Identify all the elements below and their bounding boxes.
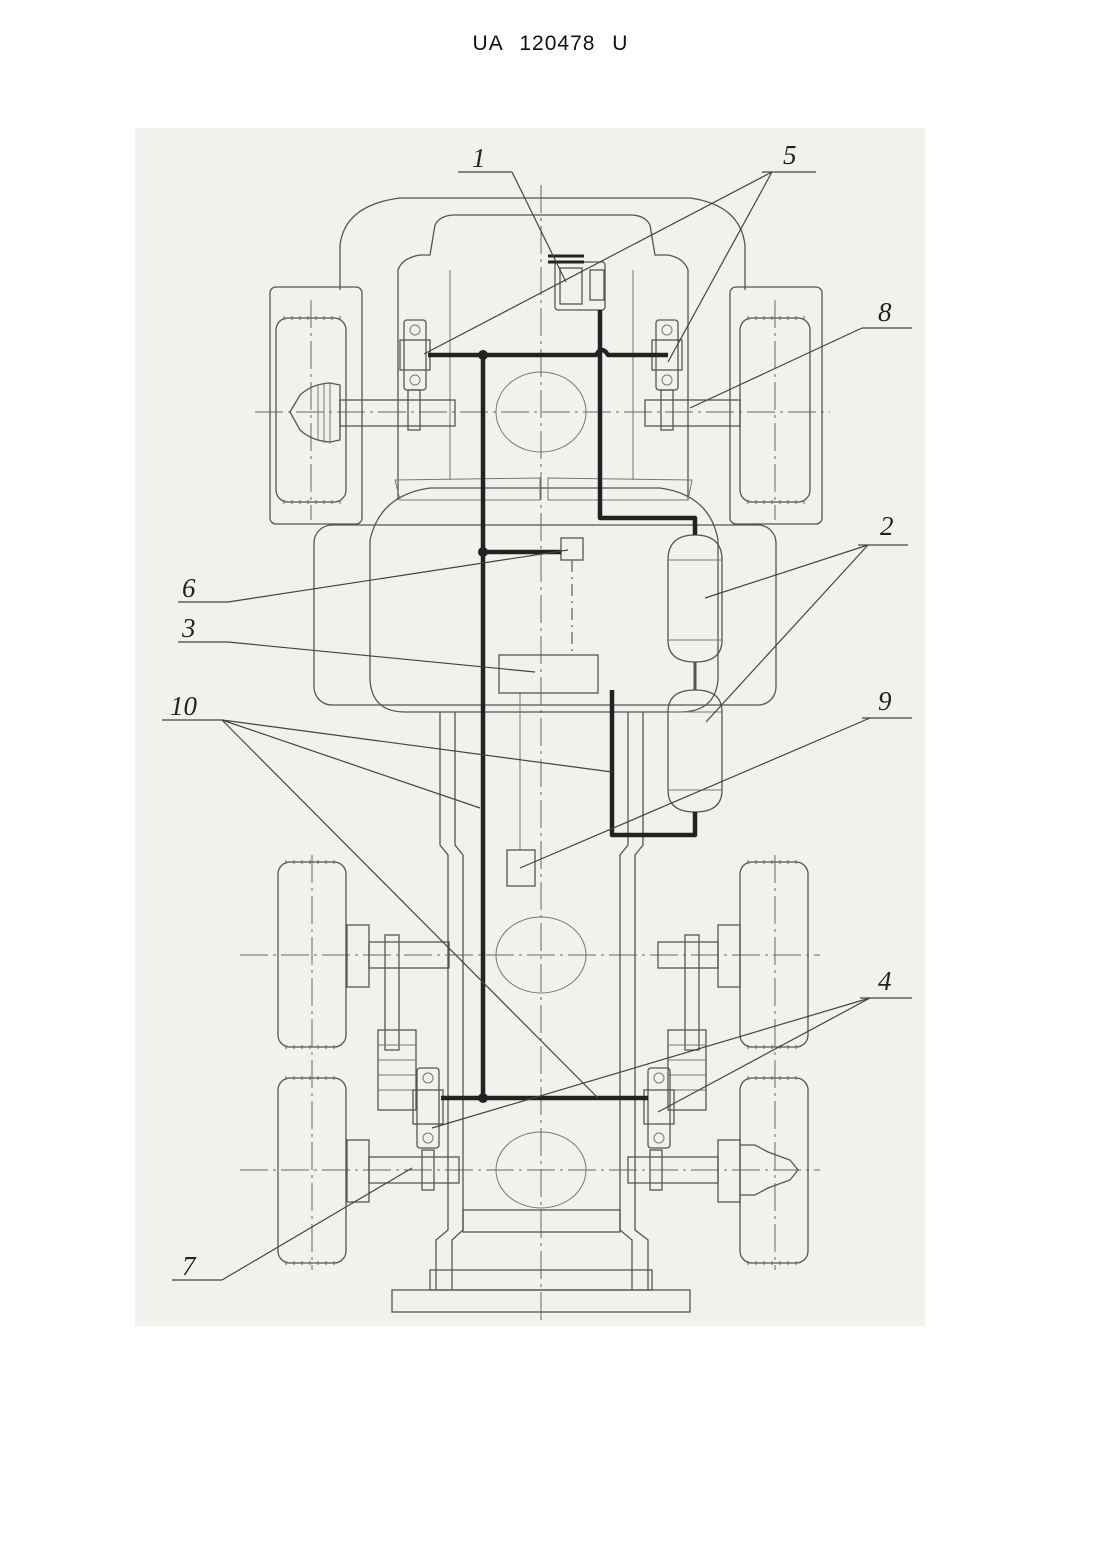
svg-text:3: 3: [181, 613, 196, 643]
svg-text:8: 8: [878, 297, 892, 327]
scan-background: [135, 128, 925, 1326]
svg-text:9: 9: [878, 686, 892, 716]
svg-text:5: 5: [783, 140, 797, 170]
svg-text:4: 4: [878, 966, 892, 996]
svg-text:7: 7: [182, 1251, 197, 1281]
svg-text:6: 6: [182, 573, 196, 603]
svg-text:10: 10: [170, 691, 198, 721]
svg-text:2: 2: [880, 511, 894, 541]
svg-text:1: 1: [472, 143, 486, 173]
